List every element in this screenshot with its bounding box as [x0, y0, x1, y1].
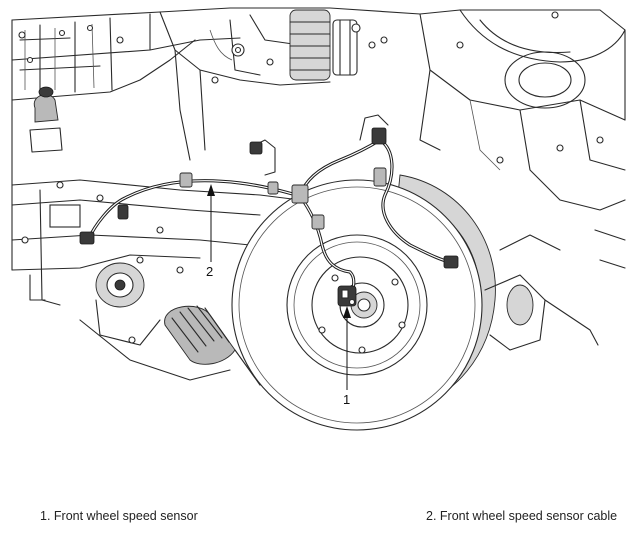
- callout-1: 1: [343, 306, 351, 407]
- wheel-speed-sensor-illustration: 1 2: [11, 7, 626, 431]
- brake-disc-assembly: [231, 174, 599, 431]
- caption-front-wheel-speed-sensor: 1. Front wheel speed sensor: [40, 509, 198, 523]
- caption-front-wheel-speed-sensor-cable: 2. Front wheel speed sensor cable: [426, 509, 618, 523]
- frame-rail: [11, 86, 301, 306]
- steering-gear: [79, 256, 261, 386]
- wheel-speed-sensor: [337, 285, 357, 307]
- body-frame: [11, 7, 626, 271]
- callout-1-label: 1: [343, 392, 350, 407]
- rack-boot: [164, 305, 236, 365]
- callout-2-label: 2: [206, 264, 213, 279]
- wheel-speed-sensor-cable: [79, 114, 459, 298]
- callout-2: 2: [206, 184, 215, 279]
